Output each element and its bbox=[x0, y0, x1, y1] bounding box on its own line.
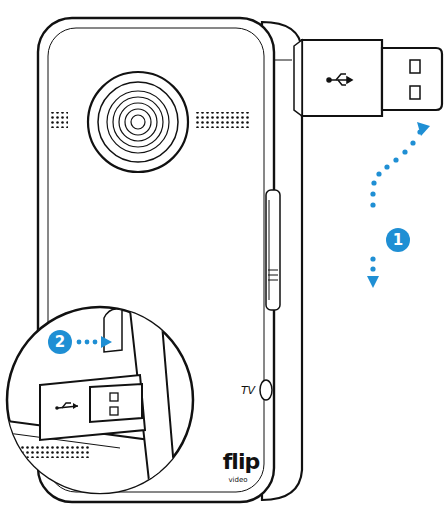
callout-number: 1 bbox=[393, 233, 403, 248]
callout-number: 2 bbox=[55, 335, 65, 350]
motion-arrow bbox=[48, 330, 112, 354]
usb-arm bbox=[294, 40, 442, 116]
callout-circle bbox=[48, 330, 72, 354]
port-label: TV bbox=[241, 385, 255, 396]
speaker-grille bbox=[196, 112, 250, 128]
body-front bbox=[38, 18, 274, 502]
magnifier bbox=[0, 300, 193, 500]
callout-circle bbox=[386, 228, 410, 252]
usb-slider bbox=[266, 190, 280, 310]
tv-jack bbox=[260, 380, 272, 400]
speaker-grille bbox=[50, 112, 68, 128]
brand-logo: flip bbox=[223, 451, 259, 473]
motion-arrow bbox=[367, 122, 430, 288]
brand-subtitle: video bbox=[228, 477, 247, 484]
lens bbox=[88, 72, 188, 172]
